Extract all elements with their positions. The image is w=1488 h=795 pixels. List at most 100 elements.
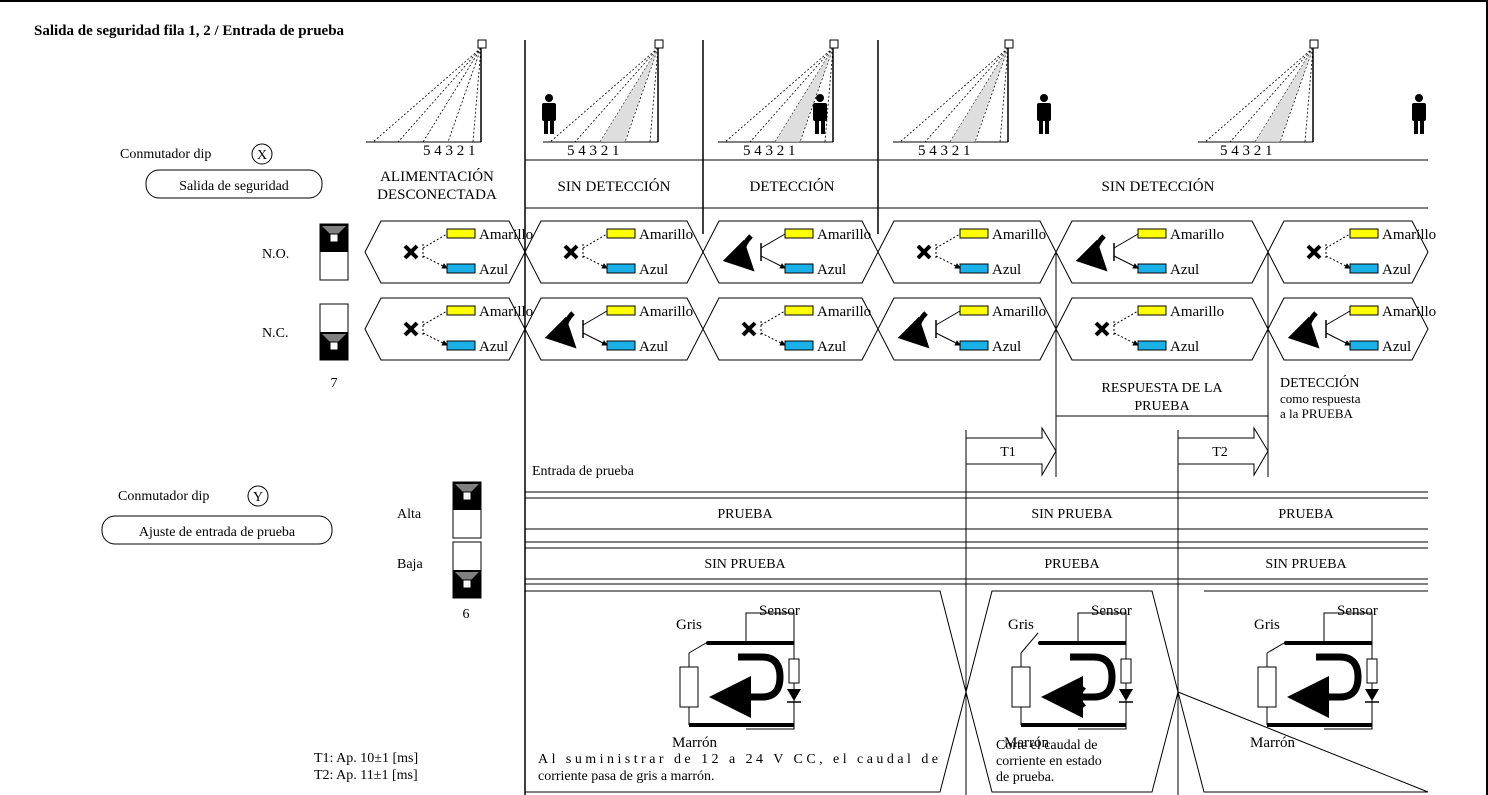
person-leg xyxy=(1045,120,1049,134)
sensor-beam-fans xyxy=(366,39,1319,143)
blue-wire-label: Azul xyxy=(1170,339,1199,355)
dip-switch-icon xyxy=(319,303,349,361)
gris-label: Gris xyxy=(676,617,702,633)
transistor-collector xyxy=(422,233,448,249)
detection-response-line1: DETECCIÓN xyxy=(1280,374,1359,391)
dip-x-letter: X xyxy=(257,148,267,163)
baja-cell-3: SIN PRUEBA xyxy=(1265,557,1347,572)
transistor-collector xyxy=(760,310,786,326)
safety-output-box xyxy=(145,169,323,199)
blue-wire-swatch xyxy=(784,263,814,274)
switch-knob xyxy=(329,341,339,351)
person-leg xyxy=(544,120,548,134)
transistor-collector xyxy=(1325,310,1351,326)
t1-timing-note: T1: Ap. 10±1 [ms] xyxy=(314,751,418,766)
diode-icon xyxy=(1365,689,1379,701)
blue-wire-label: Azul xyxy=(992,339,1021,355)
yellow-wire-label: Amarillo xyxy=(639,304,693,320)
no-row-label: N.O. xyxy=(262,247,289,262)
yellow-wire-label: Amarillo xyxy=(992,304,1046,320)
sensor-label: Sensor xyxy=(1337,603,1378,619)
marron-label: Marrón xyxy=(1250,735,1295,751)
baja-label: Baja xyxy=(397,557,423,572)
sensor-label: Sensor xyxy=(759,603,800,619)
beam-numbers: 5 4 3 2 1 xyxy=(918,143,971,159)
person-leg xyxy=(550,120,554,134)
person-body xyxy=(1412,103,1426,121)
resistor-icon xyxy=(1257,666,1277,708)
t2-label: T2 xyxy=(1212,445,1228,460)
transistor-emitter xyxy=(760,255,786,269)
resistor-icon xyxy=(1011,666,1031,708)
transistor-collector xyxy=(760,233,786,249)
transistor-collector xyxy=(422,310,448,326)
blue-wire-swatch xyxy=(1137,340,1167,351)
yellow-wire-label: Amarillo xyxy=(1170,227,1224,243)
blue-wire-swatch xyxy=(1349,263,1379,274)
transistor-emitter xyxy=(760,332,786,346)
beam-fan xyxy=(543,39,664,143)
dip-x-label: Conmutador dip xyxy=(120,147,211,162)
beam-numbers: 5 4 3 2 1 xyxy=(743,143,796,159)
yellow-wire-label: Amarillo xyxy=(1382,304,1436,320)
sensor-resistor-icon xyxy=(788,658,800,684)
detection-zone xyxy=(600,48,658,142)
sensor-resistor-icon xyxy=(1120,658,1132,684)
cross-icon xyxy=(1306,244,1322,260)
yellow-wire-label: Amarillo xyxy=(639,227,693,243)
detection-response-line3: a la PRUEBA xyxy=(1280,406,1354,421)
dip-y-circle xyxy=(247,485,269,507)
nc-row-label: N.C. xyxy=(262,326,288,341)
switch-knob xyxy=(329,233,339,243)
sensor-housing xyxy=(745,612,795,730)
current-arrow-icon xyxy=(722,234,755,272)
test-input-setting-label: Ajuste de entrada de prueba xyxy=(139,525,296,540)
transistor-collector xyxy=(1113,233,1139,249)
test-dividers xyxy=(965,252,1269,795)
transistor-emitter xyxy=(1325,255,1351,269)
emitter-icon xyxy=(829,39,839,49)
gris-label: Gris xyxy=(1008,617,1034,633)
detection-zone xyxy=(950,48,1008,142)
person-icon xyxy=(542,94,556,134)
beam-fan xyxy=(893,39,1014,143)
person-head xyxy=(816,94,824,102)
t1-arrow xyxy=(965,426,1057,477)
cross-icon xyxy=(403,321,419,337)
sensor-label: Sensor xyxy=(1091,603,1132,619)
beam-line xyxy=(472,47,482,143)
state-no-detection: SIN DETECCIÓN xyxy=(558,178,671,195)
blue-wire-label: Azul xyxy=(479,339,508,355)
marron-label: Marrón xyxy=(1004,735,1049,751)
yellow-wire-swatch xyxy=(1137,305,1167,316)
switch-bevel xyxy=(455,484,479,492)
switch-y-number: 6 xyxy=(463,607,470,622)
state-power-off-line1: ALIMENTACIÓN xyxy=(380,168,494,185)
closed-switch-icon xyxy=(1266,642,1285,654)
person-body xyxy=(542,103,556,121)
person-leg xyxy=(821,120,825,134)
transistor-emitter xyxy=(1325,332,1351,346)
emitter-icon xyxy=(654,39,664,49)
note-1-line1: Al suministrar de 12 a 24 V CC, el cauda… xyxy=(538,752,938,767)
beam-line xyxy=(924,47,1009,143)
circuit-frame-1 xyxy=(524,590,967,793)
circuit-frame-3 xyxy=(1177,590,1429,793)
yellow-wire-swatch xyxy=(446,305,476,316)
blue-wire-swatch xyxy=(1349,340,1379,351)
emitter-icon xyxy=(1004,39,1014,49)
alta-cell-3: PRUEBA xyxy=(1278,507,1334,522)
cross-icon xyxy=(741,321,757,337)
transistor-collector xyxy=(1113,310,1139,326)
sensor-housing xyxy=(1323,612,1373,730)
person-head xyxy=(1415,94,1423,102)
safety-output-label: Salida de seguridad xyxy=(179,179,289,194)
t1-label: T1 xyxy=(1000,445,1016,460)
person-figures xyxy=(542,94,1426,134)
cross-icon xyxy=(916,244,932,260)
diagram-title: Salida de seguridad fila 1, 2 / Entrada … xyxy=(34,23,345,39)
